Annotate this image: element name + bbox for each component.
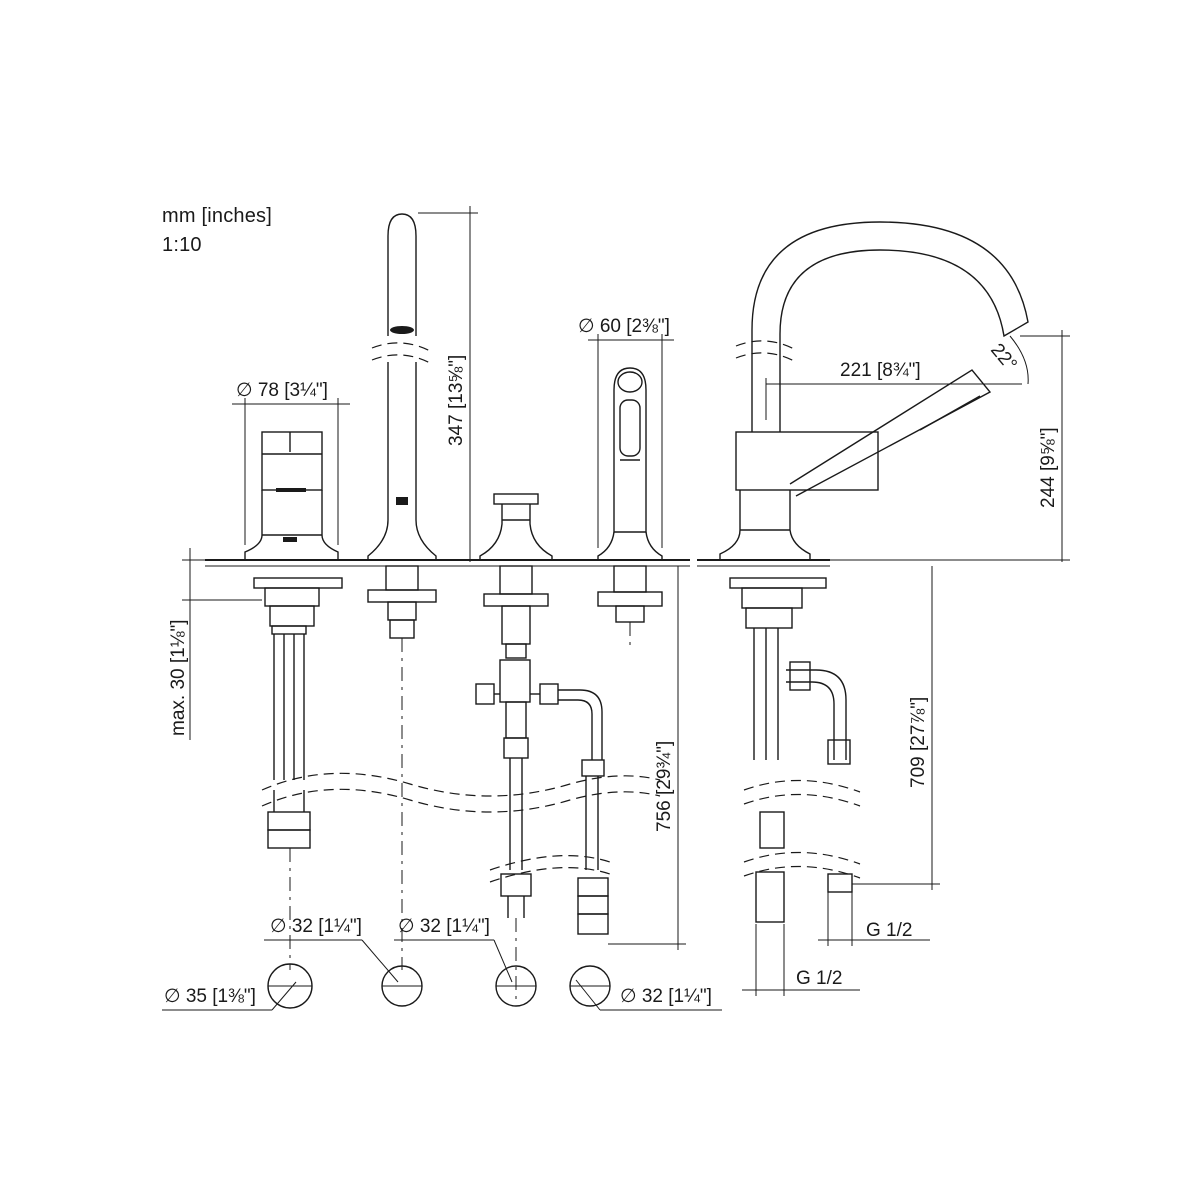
hole-d-label: ∅ 32 [1¼"]: [620, 986, 712, 1007]
lever-mixer: [244, 431, 343, 970]
hand-shower-holder: [367, 213, 437, 970]
hose-length-left-label: 756 [29¾"]: [654, 741, 675, 832]
thread-upper-label: G 1/2: [866, 920, 912, 941]
mounting-holes: [267, 963, 611, 1009]
hand-shower-diameter-label: ∅ 60 [2⅜"]: [578, 316, 670, 337]
spout-angle-label: 22°: [986, 340, 1021, 376]
break-lines: [261, 340, 861, 883]
hole-b-label: ∅ 32 [1¼"]: [398, 916, 490, 937]
scale-label: 1:10: [162, 234, 202, 256]
deck-surface: [205, 559, 830, 567]
hole-c-label: ∅ 35 [1⅜"]: [164, 986, 256, 1007]
lever-diameter-label: ∅ 78 [3¼"]: [236, 380, 328, 401]
units-label: mm [inches]: [162, 205, 273, 227]
hole-a-label: ∅ 32 [1¼"]: [270, 916, 362, 937]
diverter-valve: [475, 493, 609, 1000]
hose-length-right-label: 709 [27⅞"]: [908, 697, 929, 788]
spout-height-label: 244 [9⅝"]: [1038, 427, 1059, 508]
spout-mixer: [719, 221, 1029, 923]
hand-shower-height-label: 347 [13⅝"]: [446, 355, 467, 446]
max-thickness-label: max. 30 [1⅛"]: [168, 619, 189, 736]
thread-lower-label: G 1/2: [796, 968, 842, 989]
dimension-lines: [162, 206, 1070, 1011]
hand-shower: [597, 367, 663, 650]
spout-reach-label: 221 [8¾"]: [840, 360, 921, 381]
